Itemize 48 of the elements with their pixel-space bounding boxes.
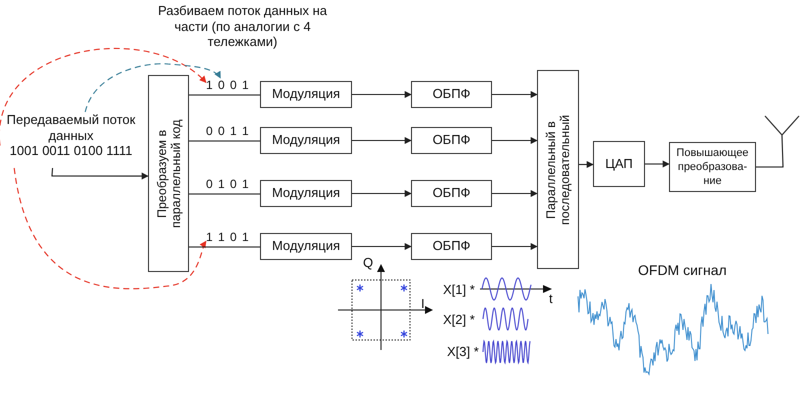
box-label: Преобразуем в параллельный код: [154, 118, 184, 230]
axis-label: X[2] *: [443, 312, 475, 328]
arrow: [492, 243, 538, 250]
axis-label: t: [549, 291, 553, 307]
process-box: ЦАП: [593, 141, 645, 187]
bit-sequence: 1 1 0 1: [206, 230, 254, 245]
process-box: ОБПФ: [411, 180, 492, 207]
arrow: [579, 161, 594, 168]
connector-line: [189, 193, 260, 195]
axis-label: Q: [363, 255, 374, 271]
process-box: ОБПФ: [411, 127, 492, 154]
axis-label: I: [421, 296, 425, 312]
bit-sequence: 1001 0011 0100 1111: [8, 143, 134, 159]
arrow: [352, 190, 412, 197]
axis-label: X[1] *: [443, 282, 475, 298]
process-box: [537, 70, 579, 269]
process-box: Повышающее преобразова- ние: [669, 142, 756, 192]
arrow: [51, 168, 149, 180]
connector-line: [189, 246, 260, 248]
box-label: Параллельный в последовательный: [543, 113, 573, 227]
dashed-arrow: [14, 168, 206, 290]
connector-line: [189, 94, 260, 96]
process-box: ОБПФ: [411, 81, 492, 108]
process-box: Модуляция: [260, 180, 352, 207]
bit-sequence: 0 0 1 1: [206, 124, 254, 139]
arrow: [492, 190, 538, 197]
arrow: [645, 160, 670, 168]
bit-sequence: 1 0 0 1: [206, 78, 254, 93]
arrow: [352, 243, 412, 250]
connector-line: [189, 140, 260, 142]
process-box: ОБПФ: [411, 233, 492, 260]
arrow: [352, 91, 412, 98]
process-box: [148, 75, 189, 272]
text-label: Передаваемый поток данных: [6, 112, 136, 144]
process-box: Модуляция: [260, 233, 352, 260]
process-box: Модуляция: [260, 81, 352, 108]
connector-line: [756, 136, 784, 168]
arrow: [492, 137, 538, 144]
antenna-icon: [764, 114, 800, 136]
axis-label: X[3] *: [447, 344, 479, 360]
arrow: [492, 91, 538, 98]
dashed-arrow: [0, 48, 207, 146]
arrow: [352, 137, 412, 144]
process-box: Модуляция: [260, 127, 352, 154]
note-text: Разбиваем поток данных на части (по аналогии с 4 тележками): [157, 3, 328, 50]
dashed-arrow: [84, 63, 221, 112]
chart-title: OFDM сигнал: [638, 262, 727, 279]
bit-sequence: 0 1 0 1: [206, 177, 254, 192]
